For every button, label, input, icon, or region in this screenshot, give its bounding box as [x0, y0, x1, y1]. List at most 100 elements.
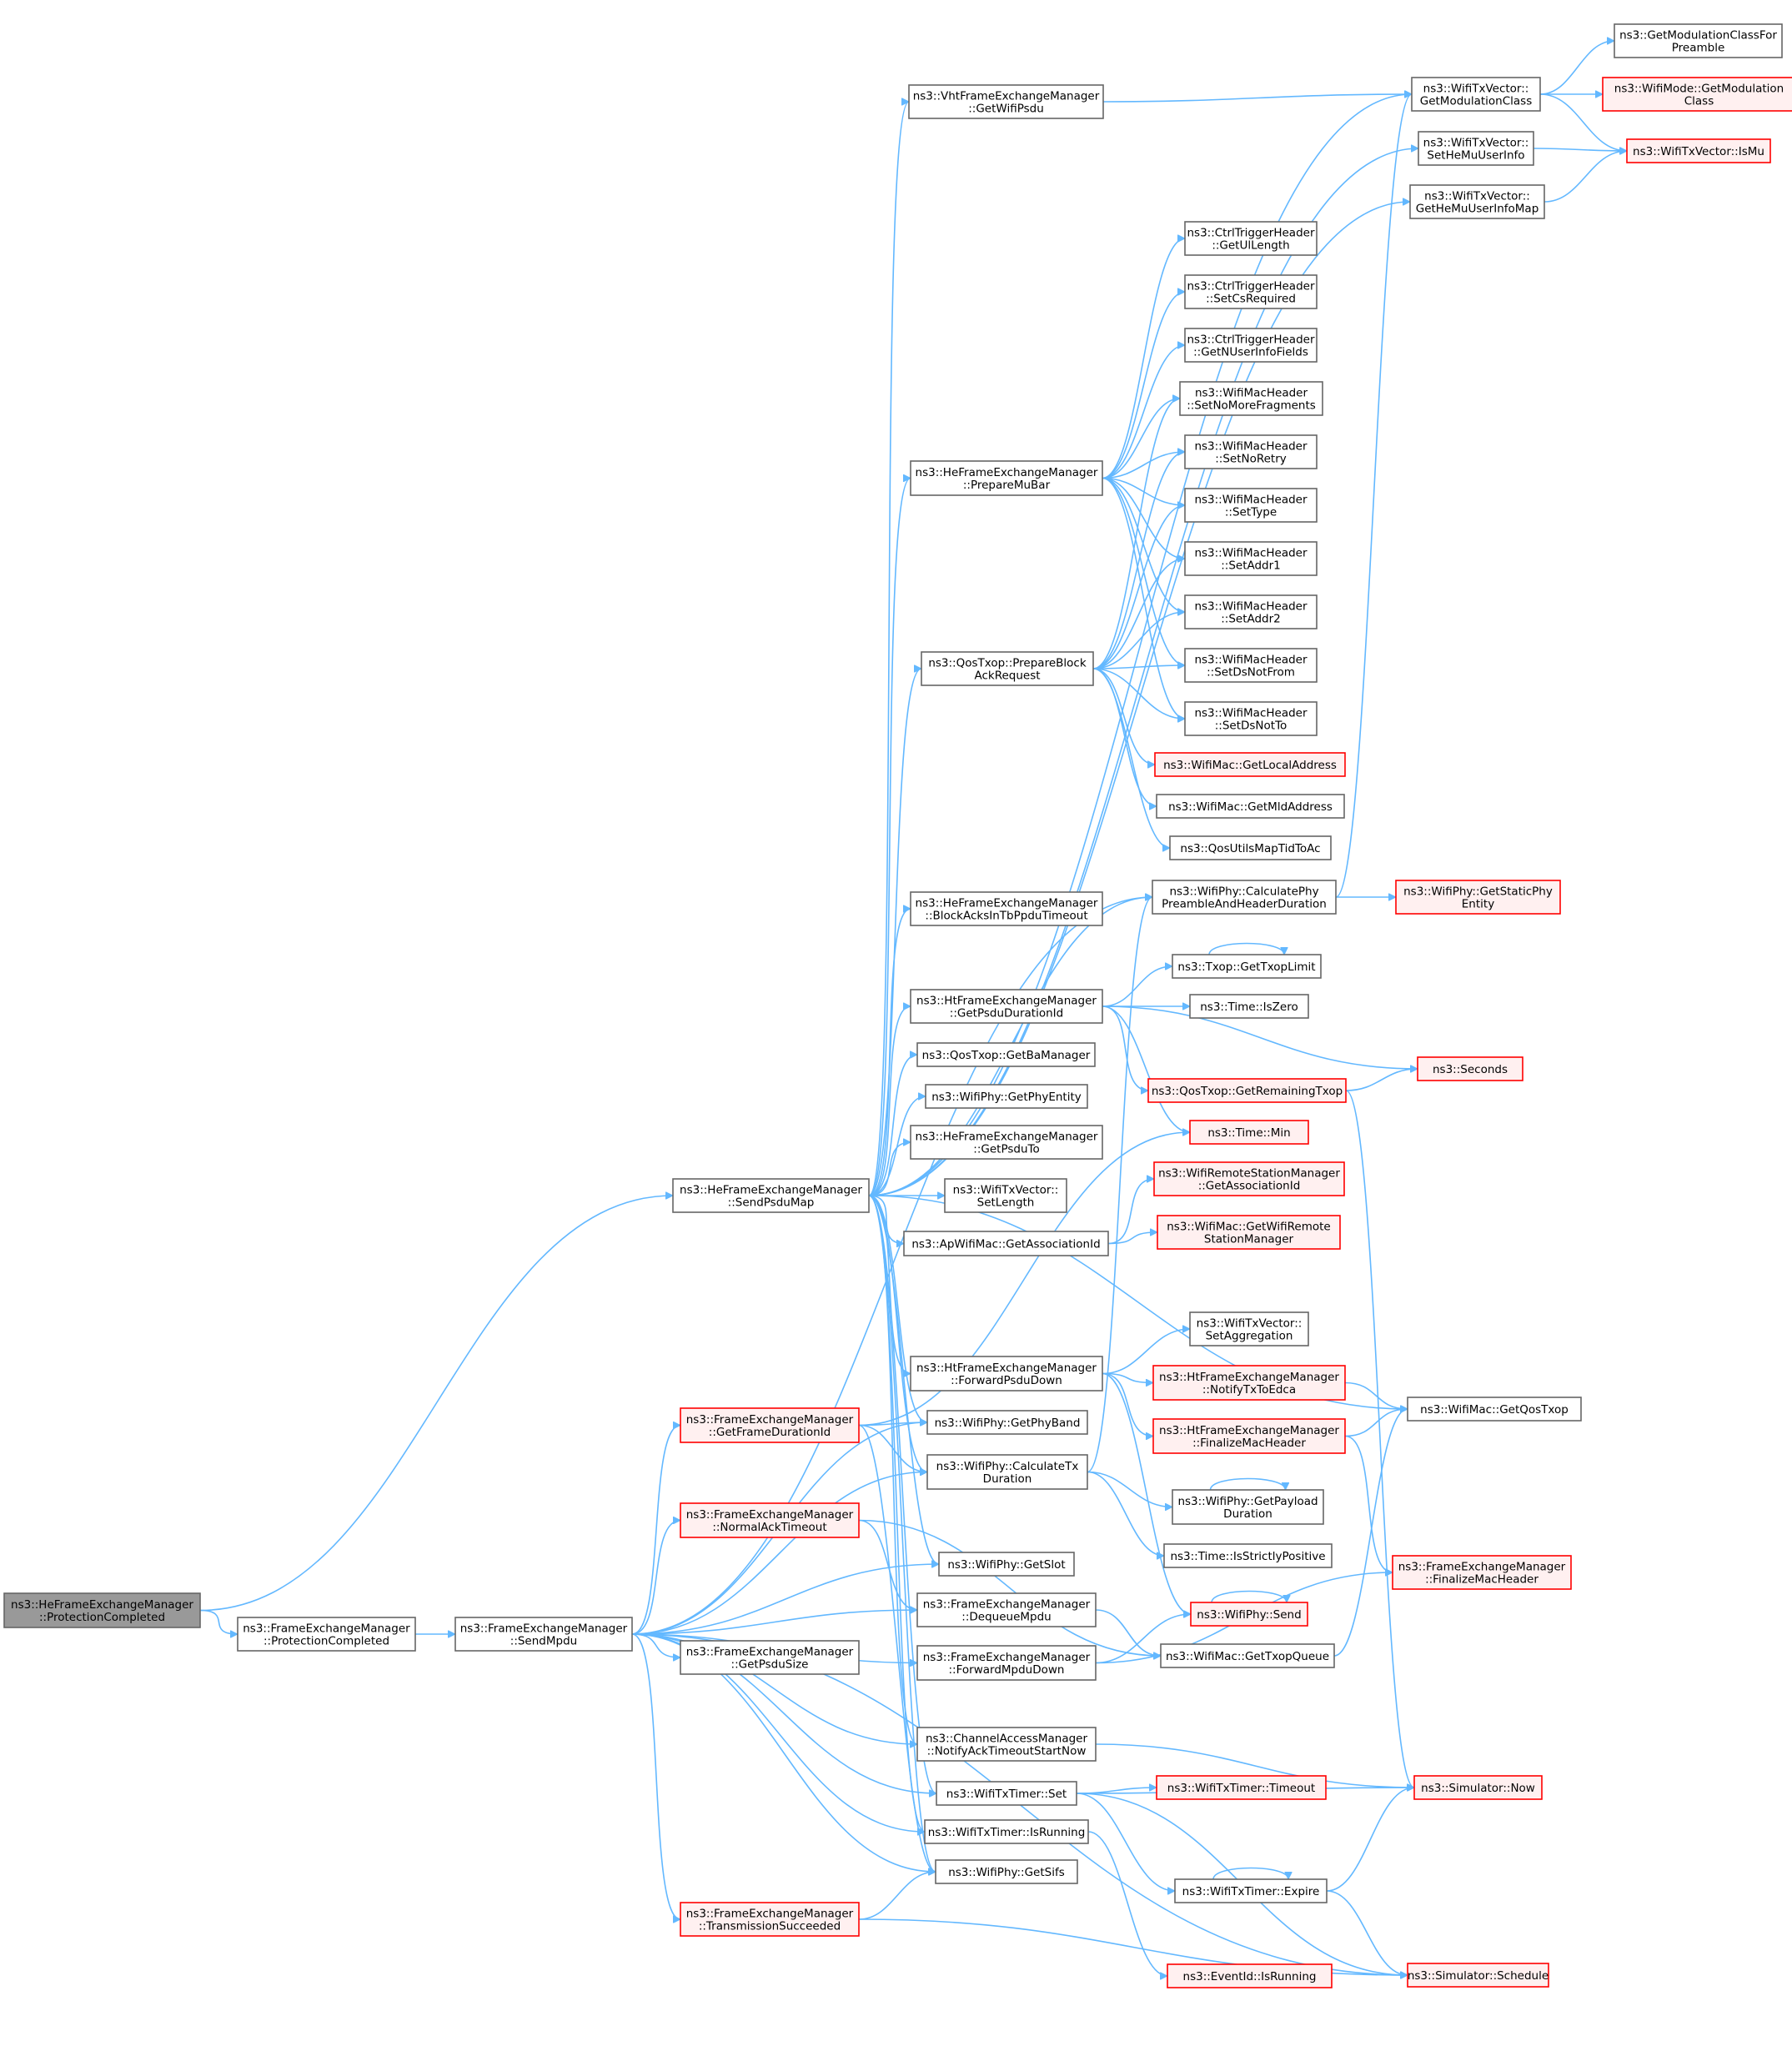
function-node[interactable]: ns3::FrameExchangeManager::SendMpdu	[454, 1617, 633, 1652]
function-node[interactable]: ns3::CtrlTriggerHeader::SetCsRequired	[1184, 274, 1318, 309]
function-node[interactable]: ns3::EventId::IsRunning	[1167, 1963, 1333, 1988]
function-node[interactable]: ns3::HeFrameExchangeManager::GetPsduTo	[910, 1125, 1103, 1160]
function-node[interactable]: ns3::VhtFrameExchangeManager::GetWifiPsd…	[908, 84, 1104, 119]
node-label: ns3::WifiMacHeader	[1194, 654, 1308, 667]
function-node[interactable]: ns3::ApWifiMac::GetAssociationId	[903, 1231, 1109, 1256]
function-node[interactable]: ns3::Time::IsStrictlyPositive	[1163, 1543, 1333, 1568]
function-node[interactable]: ns3::WifiMacHeader::SetDsNotTo	[1184, 701, 1318, 736]
node-box	[1174, 1878, 1328, 1903]
node-box	[1184, 274, 1318, 309]
function-node[interactable]: ns3::WifiMode::GetModulationClass	[1602, 77, 1792, 112]
function-node[interactable]: ns3::FrameExchangeManager::ForwardMpduDo…	[916, 1645, 1097, 1681]
function-node[interactable]: ns3::WifiMac::GetTxopQueue	[1160, 1643, 1335, 1668]
function-node[interactable]: ns3::WifiTxVector::GetHeMuUserInfoMap	[1409, 184, 1545, 219]
function-node[interactable]: ns3::Simulator::Schedule	[1407, 1963, 1549, 1988]
function-node[interactable]: ns3::WifiTxVector::SetAggregation	[1189, 1311, 1309, 1346]
function-node[interactable]: ns3::QosUtilsMapTidToAc	[1169, 835, 1332, 860]
function-node[interactable]: ns3::HeFrameExchangeManager::SendPsduMap	[672, 1178, 870, 1213]
node-label: GetHeMuUserInfoMap	[1416, 203, 1539, 216]
function-node[interactable]: ns3::WifiMac::GetLocalAddress	[1154, 752, 1346, 777]
node-label: ns3::WifiTxTimer::IsRunning	[928, 1826, 1086, 1839]
function-node[interactable]: ns3::WifiMacHeader::SetDsNotFrom	[1184, 648, 1318, 683]
function-node[interactable]: ns3::WifiTxVector::GetModulationClass	[1411, 77, 1541, 112]
function-node[interactable]: ns3::WifiMacHeader::SetAddr2	[1184, 594, 1318, 629]
function-node[interactable]: ns3::FrameExchangeManager::TransmissionS…	[680, 1902, 860, 1937]
function-node[interactable]: ns3::HtFrameExchangeManager::NotifyTxToE…	[1152, 1365, 1346, 1401]
function-node[interactable]: ns3::FrameExchangeManager::GetPsduSize	[680, 1640, 860, 1675]
node-label: ns3::WifiMac::GetTxopQueue	[1166, 1650, 1329, 1663]
node-box	[1179, 381, 1323, 416]
self-call-edge	[1211, 1590, 1287, 1603]
node-label: ns3::Simulator::Now	[1421, 1782, 1535, 1795]
function-node[interactable]: ns3::WifiTxTimer::Timeout	[1156, 1775, 1327, 1800]
node-label: ns3::HtFrameExchangeManager	[1159, 1371, 1339, 1384]
node-label: ::GetPsduSize	[731, 1658, 809, 1672]
function-node[interactable]: ns3::HeFrameExchangeManager::ProtectionC…	[3, 1592, 201, 1628]
function-node[interactable]: ns3::QosTxop::GetRemainingTxop	[1147, 1078, 1347, 1103]
function-node[interactable]: ns3::FrameExchangeManager::DequeueMpdu	[916, 1592, 1097, 1627]
function-node[interactable]: ns3::HeFrameExchangeManager::BlockAcksIn…	[910, 891, 1103, 926]
function-node[interactable]: ns3::FrameExchangeManager::FinalizeMacHe…	[1392, 1555, 1572, 1590]
function-node[interactable]: ns3::Time::IsZero	[1189, 994, 1309, 1019]
function-node[interactable]: ns3::Time::Min	[1189, 1120, 1309, 1145]
function-node[interactable]: ns3::WifiTxTimer::IsRunning	[924, 1819, 1089, 1844]
function-node[interactable]: ns3::WifiMac::GetQosTxop	[1407, 1397, 1582, 1422]
node-box	[916, 1645, 1097, 1681]
function-node[interactable]: ns3::WifiMacHeader::SetNoRetry	[1184, 434, 1318, 469]
node-box	[1184, 488, 1318, 523]
function-node[interactable]: ns3::WifiMac::GetWifiRemoteStationManage…	[1157, 1215, 1341, 1250]
call-edge	[1087, 1831, 1168, 1976]
node-label: ns3::WifiPhy::Send	[1197, 1608, 1301, 1622]
node-label: SetAggregation	[1206, 1330, 1293, 1343]
function-node[interactable]: ns3::WifiPhy::GetSlot	[938, 1552, 1075, 1577]
node-label: ::SetDsNotFrom	[1207, 666, 1295, 679]
function-node[interactable]: ns3::HtFrameExchangeManager::GetPsduDura…	[910, 989, 1103, 1024]
function-node[interactable]: ns3::WifiPhy::GetSifs	[935, 1859, 1078, 1884]
function-node[interactable]: ns3::HtFrameExchangeManager::ForwardPsdu…	[910, 1356, 1103, 1392]
function-node[interactable]: ns3::CtrlTriggerHeader::GetNUserInfoFiel…	[1184, 328, 1318, 363]
function-node[interactable]: ns3::WifiMacHeader::SetType	[1184, 488, 1318, 523]
function-node[interactable]: ns3::WifiRemoteStationManager::GetAssoci…	[1153, 1161, 1345, 1196]
function-node[interactable]: ns3::Simulator::Now	[1413, 1775, 1543, 1800]
node-label: ::GetPsduTo	[973, 1143, 1039, 1156]
node-label: ns3::WifiMac::GetLocalAddress	[1163, 759, 1337, 772]
function-node[interactable]: ns3::HtFrameExchangeManager::FinalizeMac…	[1152, 1418, 1346, 1454]
function-node[interactable]: ns3::FrameExchangeManager::GetFrameDurat…	[680, 1407, 860, 1443]
function-node[interactable]: ns3::WifiPhy::GetPhyEntity	[925, 1084, 1088, 1109]
node-box	[1602, 77, 1792, 112]
function-node[interactable]: ns3::WifiMacHeader::SetAddr1	[1184, 541, 1318, 576]
function-node[interactable]: ns3::WifiPhy::GetPhyBand	[926, 1410, 1088, 1435]
call-edge	[1102, 94, 1412, 103]
function-node[interactable]: ns3::WifiMac::GetMldAddress	[1156, 794, 1345, 819]
function-node[interactable]: ns3::QosTxop::GetBaManager	[916, 1042, 1096, 1067]
function-node[interactable]: ns3::WifiTxTimer::Expire	[1174, 1878, 1328, 1903]
node-box	[680, 1902, 860, 1937]
function-node[interactable]: ns3::WifiPhy::CalculatePhyPreambleAndHea…	[1152, 880, 1337, 915]
call-edge	[1326, 1890, 1408, 1975]
function-node[interactable]: ns3::WifiMacHeader::SetNoMoreFragments	[1179, 381, 1323, 416]
node-label: Duration	[983, 1472, 1032, 1486]
node-label: ::ForwardPsduDown	[951, 1374, 1062, 1387]
function-node[interactable]: ns3::WifiTxVector::SetLength	[944, 1178, 1067, 1213]
function-node[interactable]: ns3::FrameExchangeManager::NormalAckTime…	[680, 1502, 860, 1538]
call-edge	[631, 1521, 681, 1635]
function-node[interactable]: ns3::HeFrameExchangeManager::PrepareMuBa…	[910, 460, 1103, 496]
function-node[interactable]: ns3::CtrlTriggerHeader::GetUlLength	[1184, 221, 1318, 256]
call-edge	[1102, 399, 1180, 479]
node-box	[908, 84, 1104, 119]
node-box	[1189, 1120, 1309, 1145]
function-node[interactable]: ns3::FrameExchangeManager::ProtectionCom…	[237, 1617, 416, 1652]
function-node[interactable]: ns3::Seconds	[1417, 1056, 1523, 1081]
function-node[interactable]: ns3::WifiTxTimer::Set	[936, 1781, 1077, 1806]
function-node[interactable]: ns3::Txop::GetTxopLimit	[1172, 954, 1322, 979]
node-box	[910, 460, 1103, 496]
function-node[interactable]: ns3::WifiTxVector::SetHeMuUserInfo	[1418, 131, 1534, 166]
function-node[interactable]: ns3::WifiTxVector::IsMu	[1626, 138, 1771, 163]
function-node[interactable]: ns3::ChannelAccessManager::NotifyAckTime…	[916, 1727, 1097, 1762]
function-node[interactable]: ns3::WifiPhy::Send	[1190, 1602, 1308, 1627]
